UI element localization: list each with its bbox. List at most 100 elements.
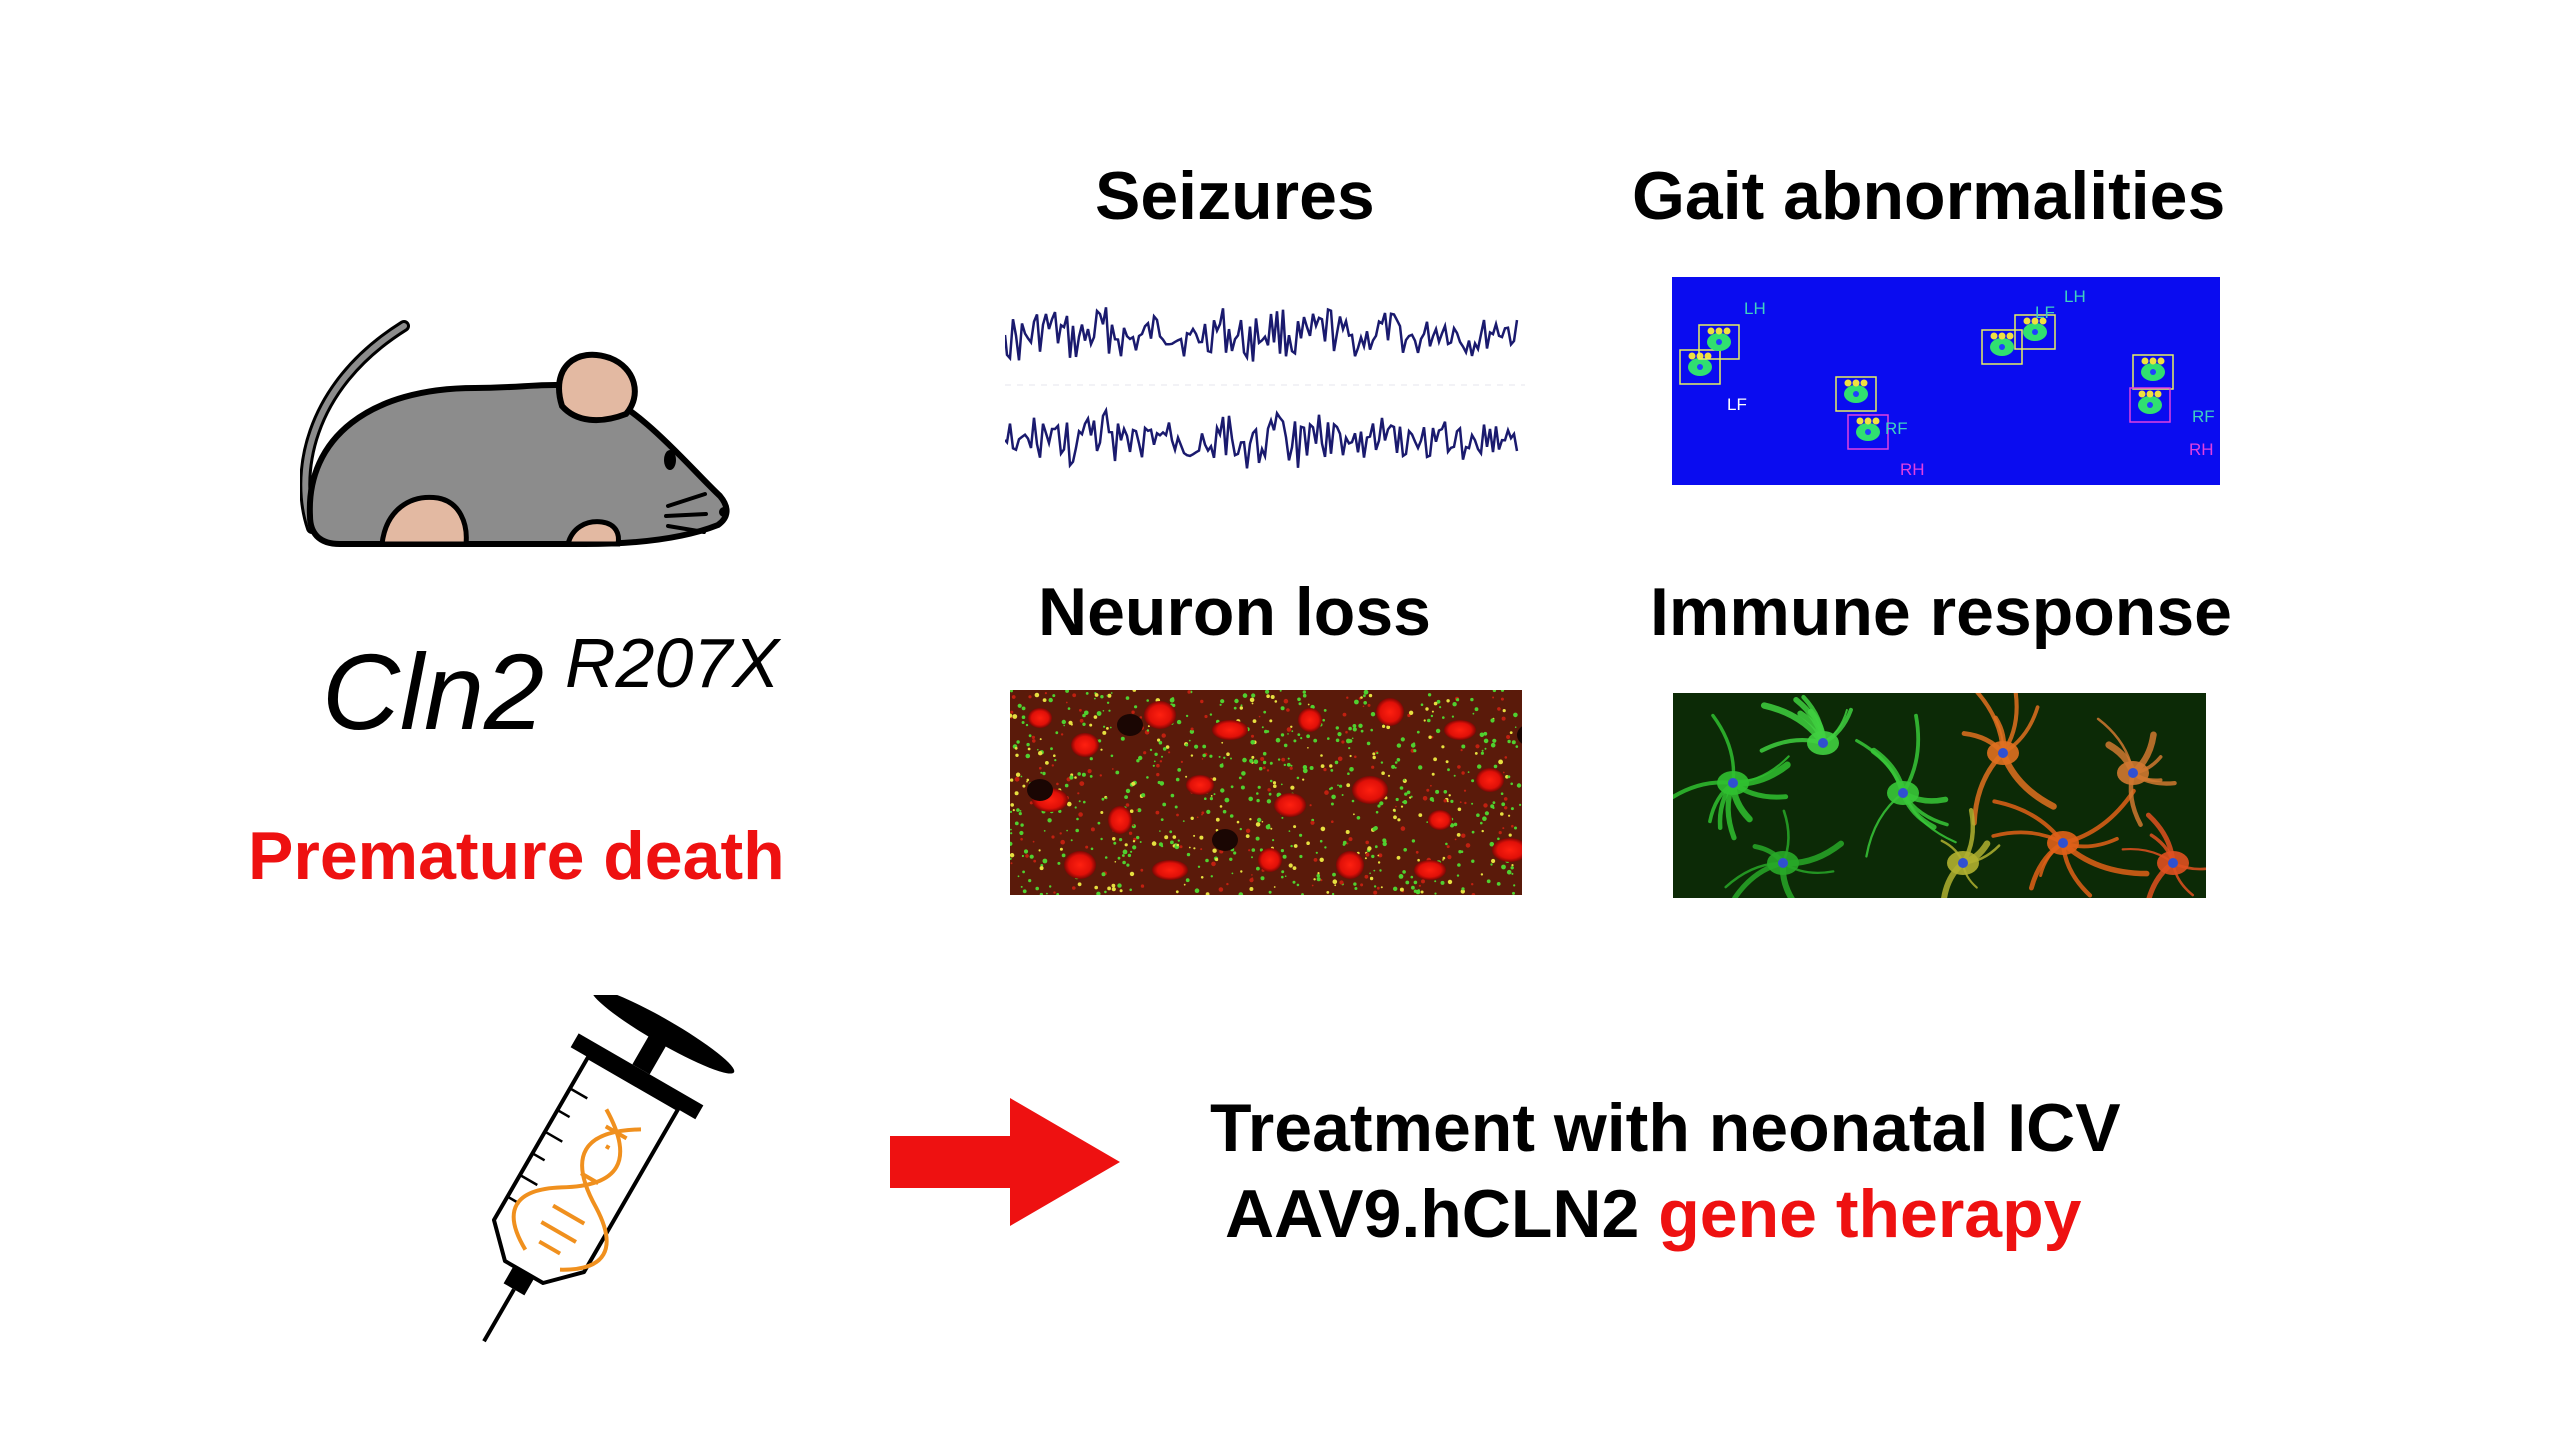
dna-icon bbox=[511, 1108, 642, 1272]
synaptic-puncta bbox=[1471, 859, 1475, 863]
synaptic-puncta bbox=[1233, 851, 1237, 855]
synaptic-puncta bbox=[1396, 855, 1401, 860]
synaptic-puncta bbox=[1219, 703, 1222, 706]
gait-label-rh-2: RH bbox=[2189, 440, 2214, 459]
synaptic-puncta bbox=[1445, 842, 1448, 846]
paw-toe bbox=[2023, 317, 2031, 325]
glial-cell bbox=[1961, 693, 2057, 826]
synaptic-puncta bbox=[1212, 848, 1217, 853]
synaptic-puncta bbox=[1188, 846, 1191, 849]
paw-toe bbox=[1715, 327, 1723, 335]
synaptic-puncta bbox=[1220, 699, 1225, 704]
synaptic-puncta bbox=[1128, 831, 1133, 835]
synaptic-puncta bbox=[1324, 790, 1329, 795]
synaptic-puncta bbox=[1140, 884, 1145, 888]
synaptic-puncta bbox=[1369, 872, 1371, 875]
synaptic-puncta bbox=[1082, 713, 1086, 718]
synaptic-puncta bbox=[1410, 875, 1414, 879]
synaptic-puncta bbox=[1164, 835, 1169, 840]
synaptic-puncta bbox=[1476, 813, 1480, 817]
synaptic-puncta bbox=[1397, 818, 1401, 822]
synaptic-puncta bbox=[1457, 765, 1461, 769]
synaptic-puncta bbox=[1114, 861, 1117, 863]
synaptic-puncta bbox=[1416, 730, 1420, 734]
synaptic-puncta bbox=[1103, 725, 1106, 728]
synaptic-puncta bbox=[1158, 740, 1163, 745]
dark-vacuole bbox=[1027, 779, 1053, 801]
synaptic-puncta bbox=[1014, 776, 1020, 782]
synaptic-puncta bbox=[1146, 699, 1149, 702]
synaptic-puncta bbox=[1187, 690, 1191, 694]
synaptic-puncta bbox=[1290, 785, 1295, 790]
synaptic-puncta bbox=[1206, 809, 1211, 814]
synaptic-puncta bbox=[1220, 788, 1225, 793]
synaptic-puncta bbox=[1502, 709, 1506, 713]
synaptic-puncta bbox=[1273, 886, 1276, 888]
synaptic-puncta bbox=[1021, 706, 1026, 711]
synaptic-puncta bbox=[1010, 690, 1013, 693]
synaptic-puncta bbox=[1063, 724, 1065, 727]
synaptic-puncta bbox=[1251, 734, 1254, 738]
synaptic-puncta bbox=[1067, 707, 1071, 710]
synaptic-puncta bbox=[1265, 690, 1270, 694]
outcome-label: Premature death bbox=[248, 818, 785, 894]
synaptic-puncta bbox=[1391, 764, 1396, 769]
paw-print-box bbox=[1835, 376, 1877, 412]
eeg-trace-panel bbox=[1005, 285, 1525, 485]
synaptic-puncta bbox=[1483, 803, 1488, 808]
synaptic-puncta bbox=[1417, 889, 1420, 892]
synaptic-puncta bbox=[1490, 718, 1495, 723]
synaptic-puncta bbox=[1262, 751, 1267, 756]
synaptic-puncta bbox=[1238, 892, 1244, 895]
synaptic-puncta bbox=[1022, 889, 1027, 894]
synaptic-puncta bbox=[1211, 861, 1216, 867]
synaptic-puncta bbox=[1492, 801, 1496, 804]
synaptic-puncta bbox=[1079, 718, 1084, 723]
synaptic-puncta bbox=[1440, 880, 1445, 885]
synaptic-puncta bbox=[1108, 709, 1111, 712]
synaptic-puncta bbox=[1511, 824, 1514, 828]
paw-center bbox=[2150, 369, 2156, 375]
synaptic-puncta bbox=[1279, 690, 1282, 692]
synaptic-puncta bbox=[1038, 849, 1041, 852]
synaptic-puncta bbox=[1426, 788, 1430, 792]
synaptic-puncta bbox=[1255, 822, 1261, 827]
synaptic-puncta bbox=[1430, 784, 1432, 787]
synaptic-puncta bbox=[1185, 714, 1189, 718]
synaptic-puncta bbox=[1129, 809, 1134, 813]
synaptic-puncta bbox=[1490, 742, 1496, 748]
synaptic-puncta bbox=[1345, 830, 1350, 834]
synaptic-puncta bbox=[1275, 737, 1281, 743]
synaptic-puncta bbox=[1119, 889, 1123, 893]
synaptic-puncta bbox=[1392, 808, 1396, 812]
synaptic-puncta bbox=[1045, 761, 1049, 765]
synaptic-puncta bbox=[1292, 866, 1297, 870]
paw-toe bbox=[1704, 352, 1712, 360]
synaptic-puncta bbox=[1428, 735, 1432, 739]
synaptic-puncta bbox=[1051, 835, 1055, 839]
synaptic-puncta bbox=[1420, 703, 1424, 706]
dark-vacuole bbox=[1517, 726, 1522, 744]
synaptic-puncta bbox=[1332, 879, 1338, 884]
synaptic-puncta bbox=[1427, 718, 1431, 723]
synaptic-puncta bbox=[1280, 783, 1283, 786]
synaptic-puncta bbox=[1251, 755, 1255, 759]
synaptic-puncta bbox=[1109, 726, 1112, 729]
synaptic-puncta bbox=[1256, 866, 1260, 871]
right-arrow-icon bbox=[890, 1098, 1120, 1226]
synaptic-puncta bbox=[1106, 694, 1109, 697]
synaptic-puncta bbox=[1505, 775, 1509, 779]
synaptic-puncta bbox=[1433, 701, 1438, 706]
synaptic-puncta bbox=[1188, 739, 1191, 742]
synaptic-puncta bbox=[1263, 710, 1267, 714]
synaptic-puncta bbox=[1089, 757, 1093, 761]
synaptic-puncta bbox=[1272, 781, 1277, 785]
synaptic-puncta bbox=[1056, 893, 1060, 895]
synaptic-puncta bbox=[1089, 775, 1093, 778]
synaptic-puncta bbox=[1410, 795, 1413, 798]
synaptic-puncta bbox=[1200, 848, 1203, 851]
synaptic-puncta bbox=[1094, 693, 1099, 697]
synaptic-puncta bbox=[1137, 808, 1142, 813]
synaptic-puncta bbox=[1102, 730, 1107, 735]
synaptic-puncta bbox=[1423, 719, 1426, 722]
